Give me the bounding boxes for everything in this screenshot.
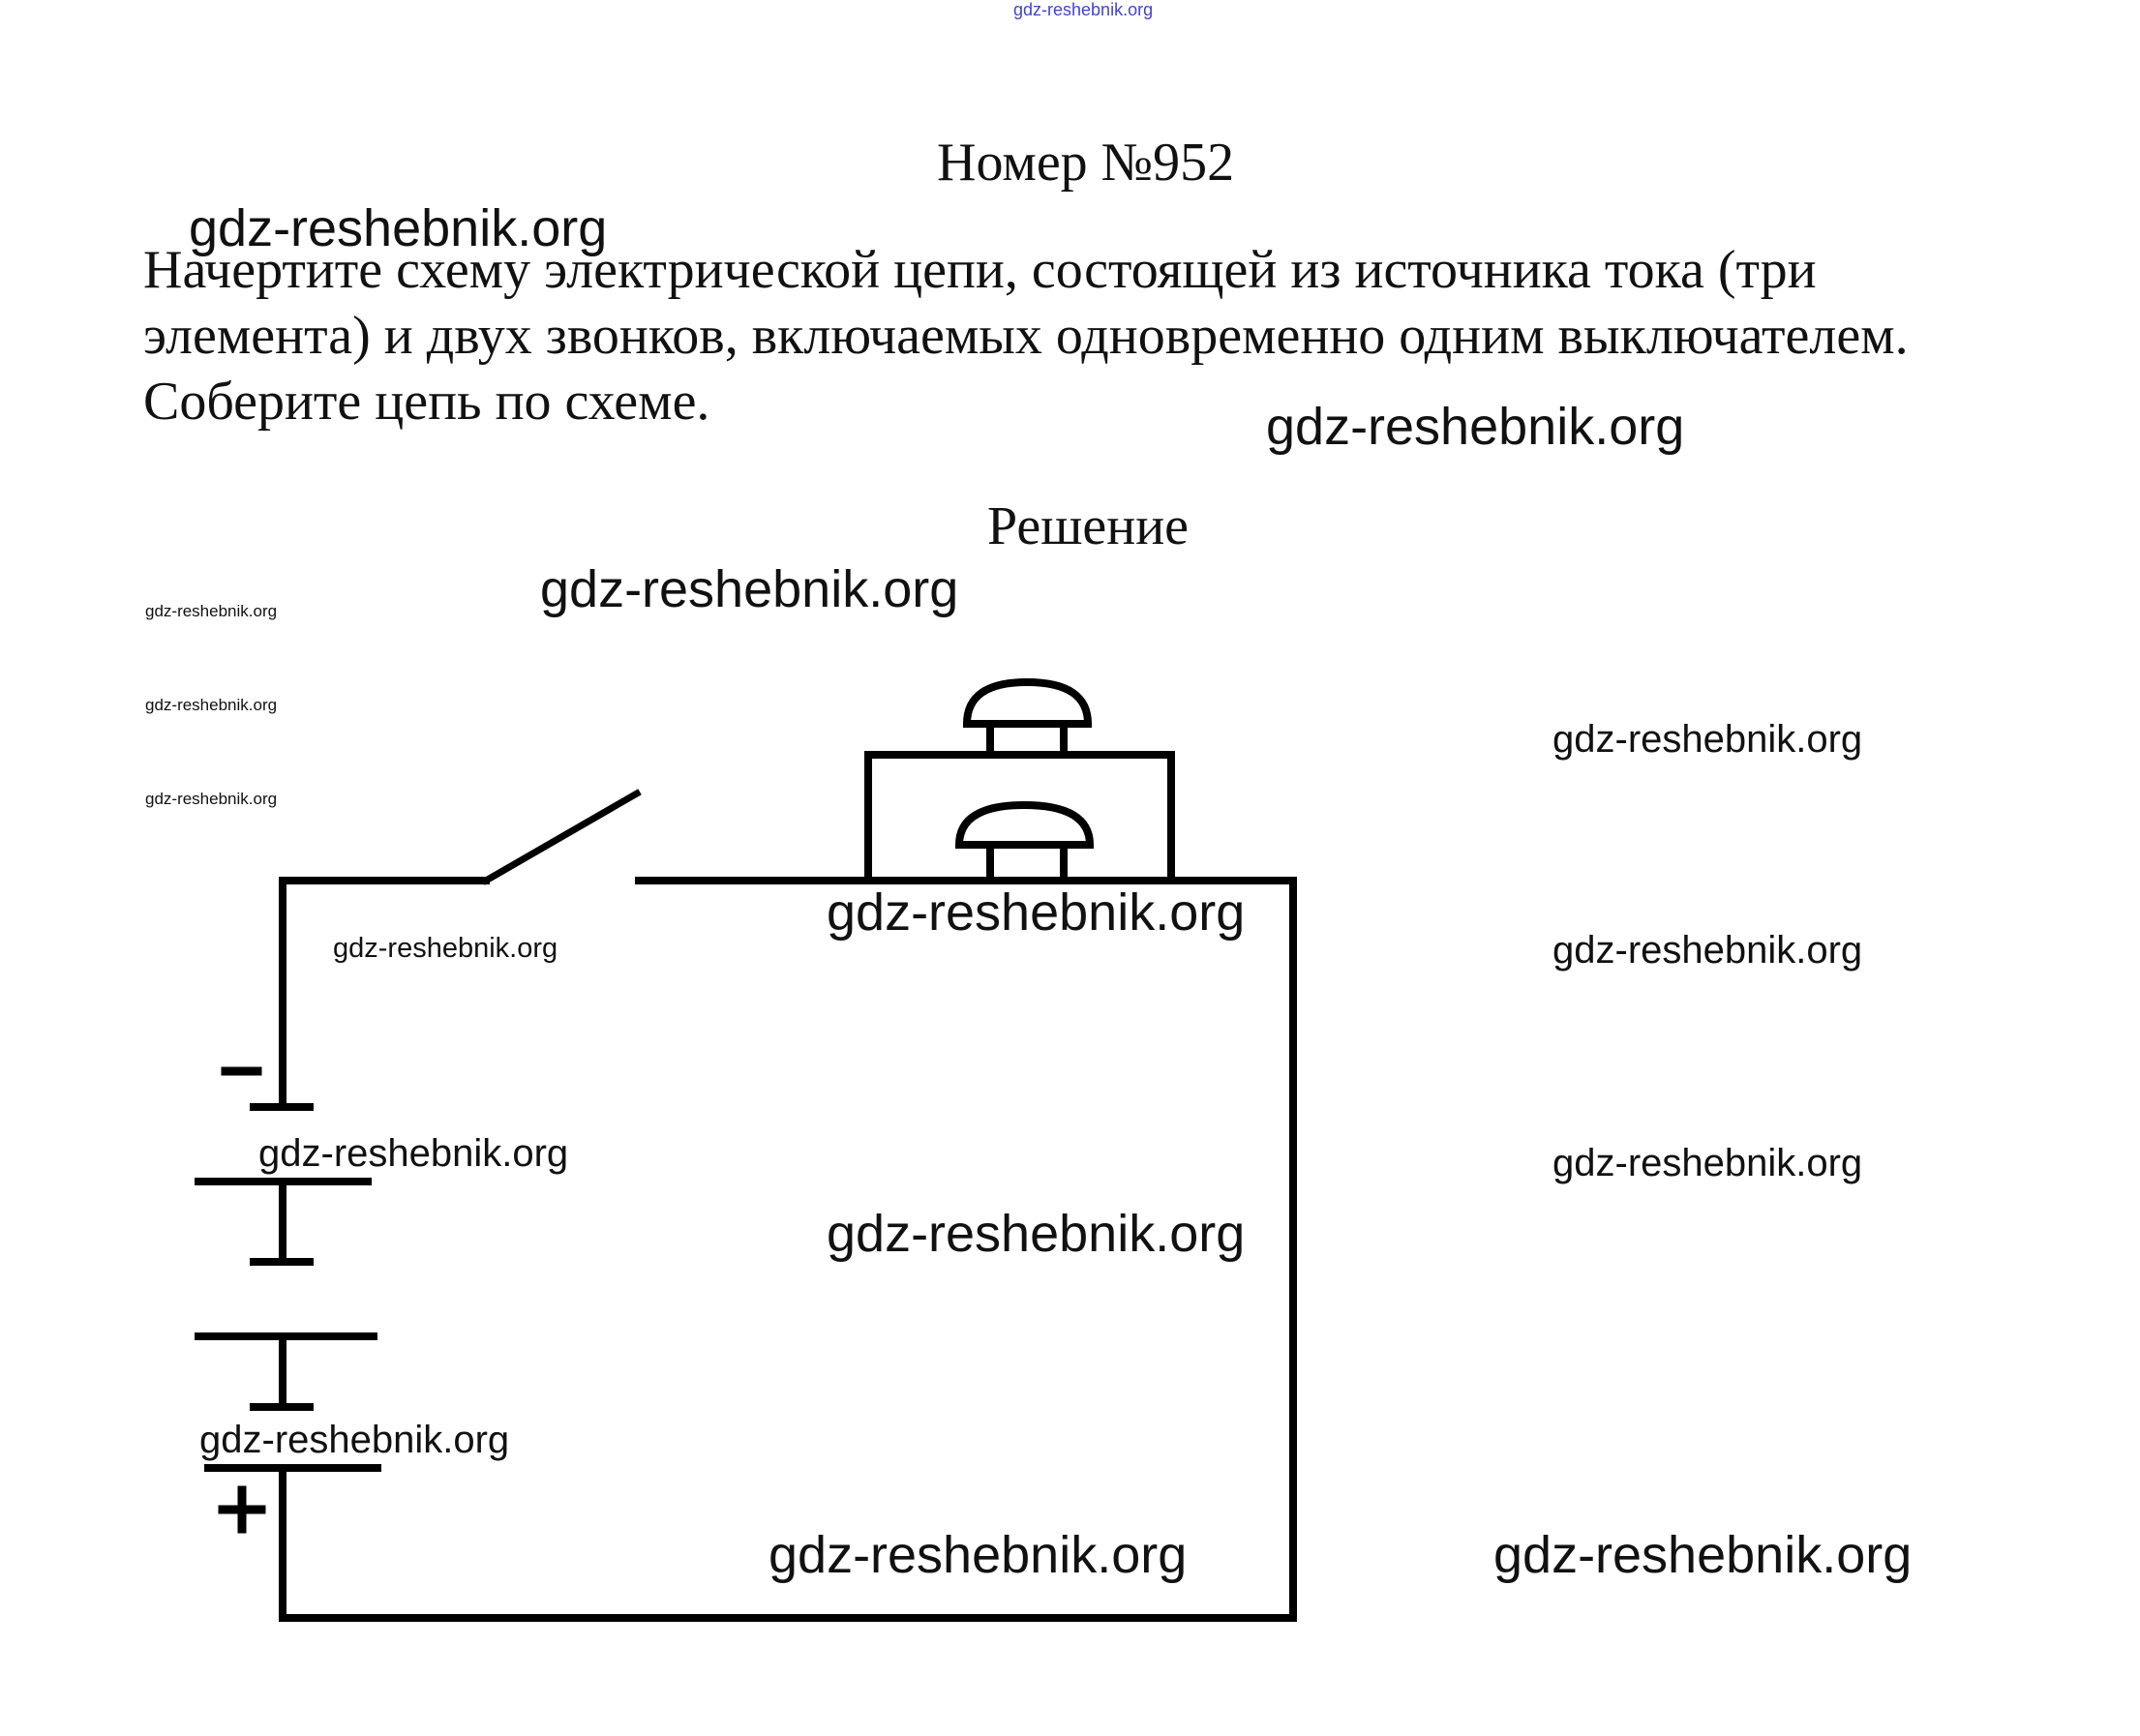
- problem-title: Номер №952: [937, 133, 1235, 193]
- watermark: gdz-reshebnik.org: [540, 560, 959, 618]
- solution-heading: Решение: [987, 496, 1190, 556]
- watermark: gdz-reshebnik.org: [827, 1205, 1246, 1263]
- top-watermark-link[interactable]: gdz-reshebnik.org: [1013, 0, 1154, 19]
- watermark: gdz-reshebnik.org: [189, 199, 608, 257]
- watermark: gdz-reshebnik.org: [145, 696, 278, 714]
- watermark: gdz-reshebnik.org: [1552, 929, 1863, 972]
- watermark: gdz-reshebnik.org: [827, 883, 1246, 942]
- watermark: gdz-reshebnik.org: [1552, 718, 1863, 761]
- battery-icon: [195, 1103, 381, 1472]
- watermark: gdz-reshebnik.org: [769, 1526, 1188, 1584]
- plus-sign-icon: [218, 1485, 266, 1534]
- switch-lever: [481, 789, 642, 885]
- bell-icon-lower: [954, 800, 1095, 884]
- wire-left-top: [279, 877, 490, 1111]
- bell-box: [864, 751, 1175, 884]
- wire-top-right: [279, 877, 1297, 1622]
- watermark: gdz-reshebnik.org: [1493, 1526, 1913, 1584]
- task-text: Начертите схему электрической цепи, сост…: [143, 240, 1909, 432]
- watermark: gdz-reshebnik.org: [199, 1419, 510, 1461]
- watermark: gdz-reshebnik.org: [258, 1132, 569, 1175]
- bell-icon-upper: [962, 677, 1093, 759]
- watermark: gdz-reshebnik.org: [145, 790, 278, 808]
- watermark: gdz-reshebnik.org: [1552, 1142, 1863, 1184]
- watermark: gdz-reshebnik.org: [333, 933, 558, 964]
- watermark: gdz-reshebnik.org: [1266, 398, 1685, 456]
- watermark: gdz-reshebnik.org: [145, 602, 278, 620]
